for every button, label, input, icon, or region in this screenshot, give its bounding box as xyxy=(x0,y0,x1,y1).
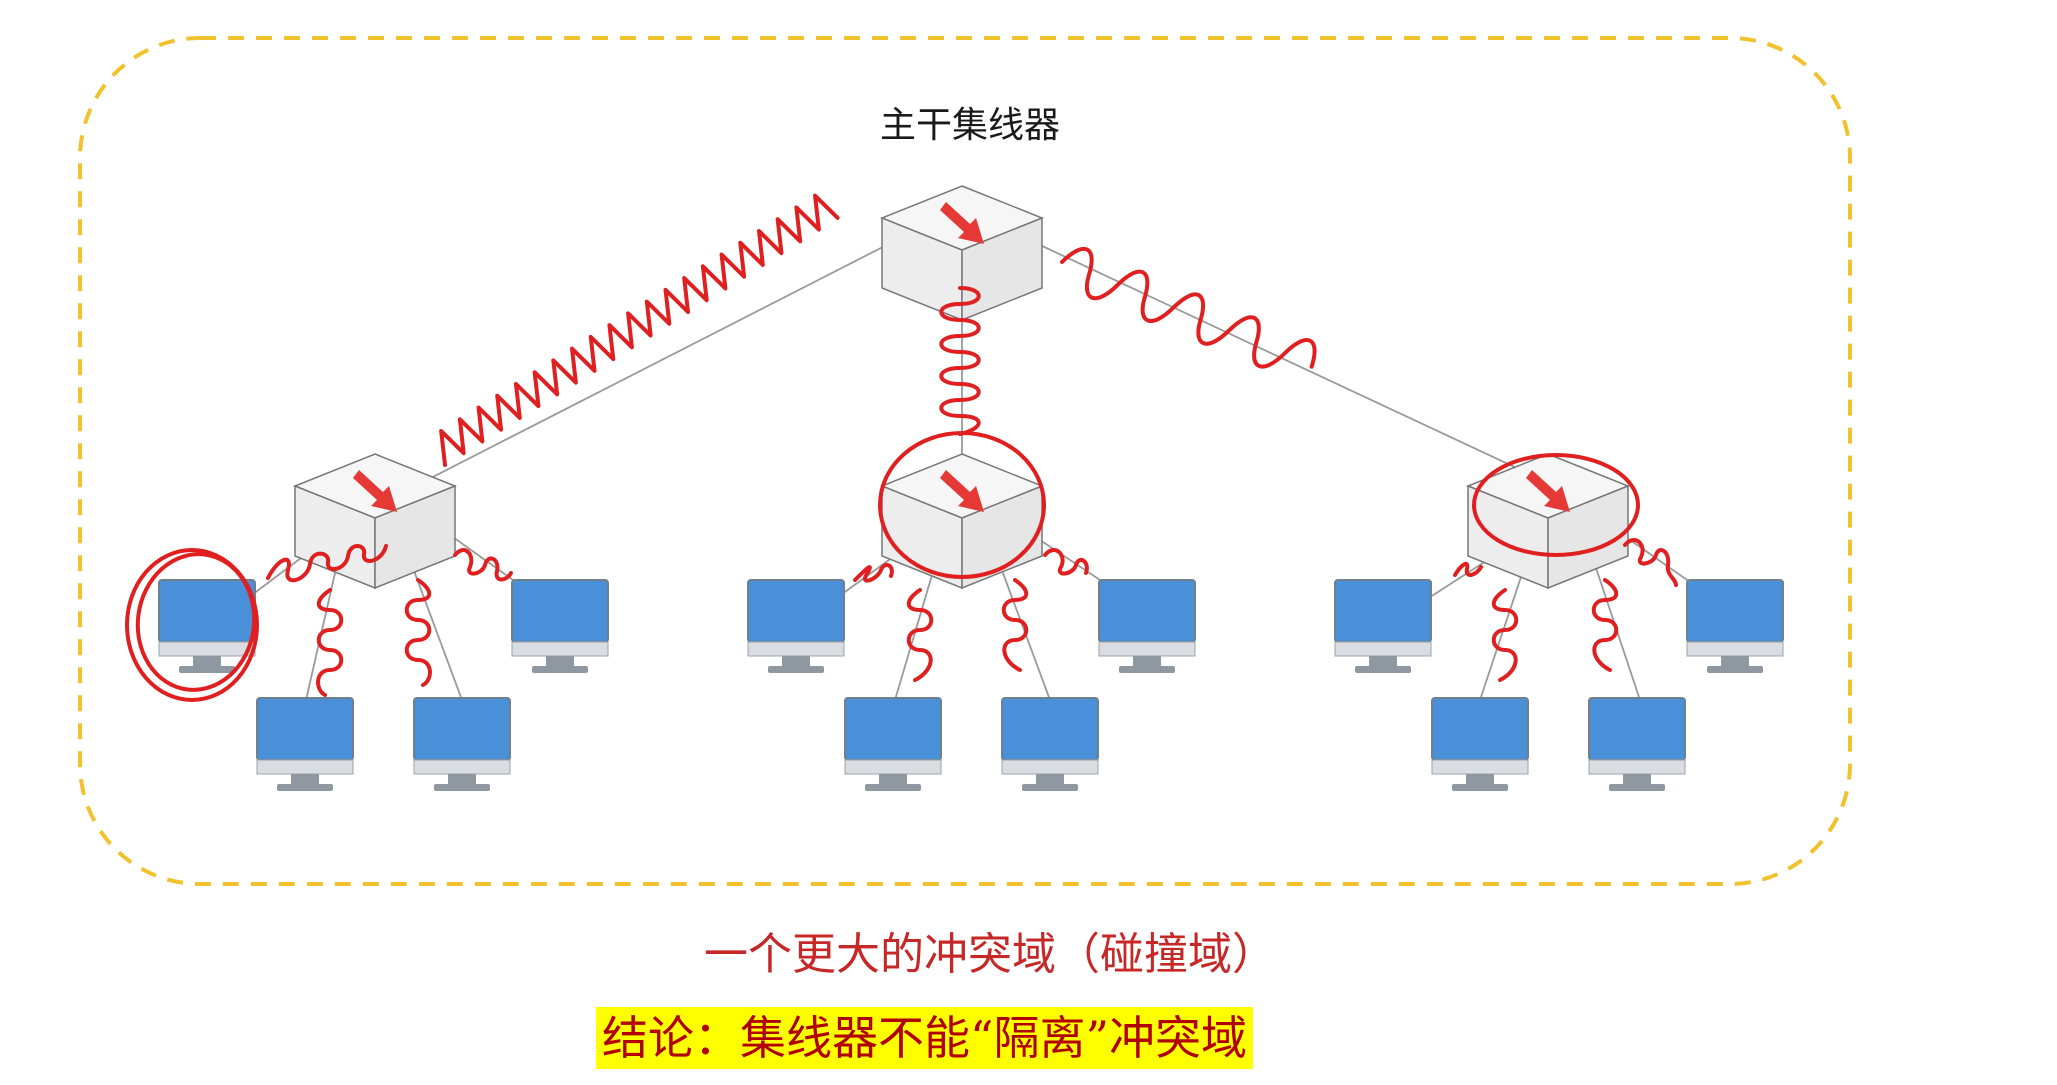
scribble-right-left xyxy=(1453,561,1483,577)
center-hub-icon xyxy=(881,453,1043,589)
computer-icon xyxy=(1334,579,1432,674)
computer-icon xyxy=(256,697,354,792)
left-hub-icon xyxy=(294,453,456,589)
backbone-hub-icon xyxy=(881,185,1043,321)
computer-icon xyxy=(413,697,511,792)
conclusion-text: 结论：集线器不能“隔离”冲突域 xyxy=(596,1007,1254,1069)
scribble-right-backbone xyxy=(1060,247,1317,369)
computer-icon xyxy=(747,579,845,674)
circle-left-pc-2 xyxy=(135,552,257,692)
scribble-center-right xyxy=(1043,548,1089,576)
computer-icon xyxy=(1588,697,1686,792)
scribble-left-down1 xyxy=(316,588,344,697)
left-group-computers xyxy=(158,579,609,792)
computer-icon xyxy=(158,579,256,674)
computer-icon xyxy=(511,579,609,674)
computer-icon xyxy=(1431,697,1529,792)
right-group-computers xyxy=(1334,579,1784,792)
scribble-right-down1 xyxy=(1491,588,1519,682)
center-group-computers xyxy=(747,579,1196,792)
collision-annotations xyxy=(125,193,1678,702)
scribble-center-left xyxy=(853,562,894,583)
collision-domain-caption: 一个更大的冲突域（碰撞域） xyxy=(704,929,1276,980)
circle-right-hub xyxy=(1472,453,1640,557)
backbone-hub-label: 主干集线器 xyxy=(879,105,1060,146)
scribble-left-backbone xyxy=(439,193,840,467)
scribble-center-down2 xyxy=(1001,578,1029,672)
circle-center-hub xyxy=(878,431,1046,579)
scribble-center-down1 xyxy=(906,588,934,682)
scribble-left-down2 xyxy=(404,578,432,687)
scribble-left-right xyxy=(453,548,513,582)
scribble-center-backbone xyxy=(939,286,981,436)
computer-icon xyxy=(844,697,942,792)
collision-domain-boundary xyxy=(78,36,1852,886)
computer-icon xyxy=(1686,579,1784,674)
computer-icon xyxy=(1098,579,1196,674)
computer-icon xyxy=(1001,697,1099,792)
scribble-left-hub-to-pc xyxy=(266,544,388,583)
circle-left-pc xyxy=(125,548,259,702)
scribble-right-right xyxy=(1623,538,1678,587)
scribble-right-down2 xyxy=(1591,578,1619,672)
